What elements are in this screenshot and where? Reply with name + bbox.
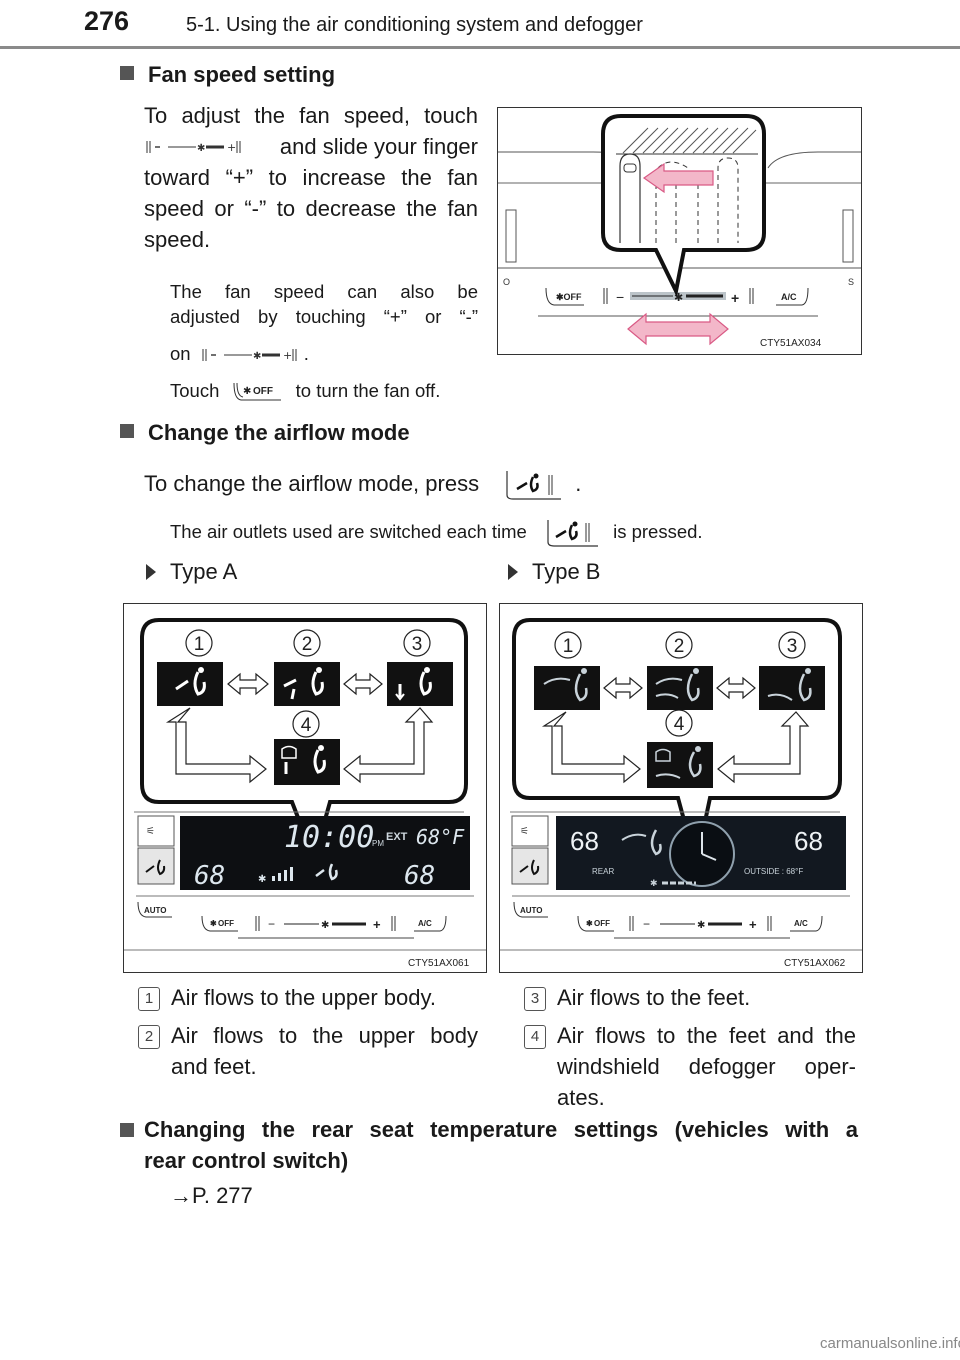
type-b-label: Type B	[508, 556, 600, 587]
fan-slider-icon: ✱ +	[146, 140, 241, 154]
triangle-bullet-icon	[146, 564, 156, 580]
svg-text:AUTO: AUTO	[520, 906, 543, 915]
svg-text:2: 2	[674, 636, 685, 657]
svg-text:+: +	[373, 917, 381, 932]
svg-text:✱: ✱	[650, 879, 658, 889]
legend-item-2: 2 Air flows to the upper body and feet.	[138, 1020, 478, 1082]
airflow-note: The air outlets used are switched each t…	[170, 518, 703, 548]
svg-text:REAR: REAR	[592, 867, 614, 876]
svg-text:⚟: ⚟	[520, 826, 529, 837]
section-heading-airflow: Change the airflow mode	[120, 420, 410, 446]
mode-tiles	[534, 666, 825, 788]
legend-item-1: 1 Air flows to the upper body.	[138, 982, 478, 1013]
control-strip: ✱OFF − ✱ + A/C	[538, 287, 818, 317]
svg-text:OFF: OFF	[594, 919, 610, 928]
svg-text:1: 1	[194, 634, 205, 655]
mode-tiles	[157, 662, 453, 785]
svg-text:✱: ✱	[674, 291, 683, 304]
svg-text:1: 1	[563, 636, 574, 657]
legend-item-4: 4 Air flows to the feet and the windshie…	[524, 1020, 856, 1113]
svg-text:CTY51AX061: CTY51AX061	[408, 958, 470, 969]
svg-text:CTY51AX034: CTY51AX034	[760, 338, 822, 349]
legend-item-3: 3 Air flows to the feet.	[524, 982, 856, 1013]
svg-text:68: 68	[794, 826, 823, 856]
fan-slider-icon: ✱ +	[202, 349, 297, 362]
svg-text:A/C: A/C	[781, 292, 797, 302]
type-a-figure: 1 2 3 4 ⚟	[123, 603, 487, 973]
zoom-callout	[601, 114, 766, 298]
svg-text:68: 68	[194, 861, 225, 891]
svg-text:✱: ✱	[586, 919, 593, 928]
fan-speed-paragraph: To adjust the fan speed, touch ✱ + and s…	[144, 103, 478, 252]
page-number: 276	[84, 6, 130, 36]
airflow-paragraph: To change the airflow mode, press .	[144, 468, 581, 501]
svg-text:4: 4	[674, 714, 685, 735]
fan-off-icon: ✱ OFF	[233, 383, 281, 401]
fan-speed-note: The fan speed can also be adjusted by to…	[170, 279, 478, 405]
svg-text:EXT: EXT	[386, 831, 408, 843]
type-b-figure: 1 2 3 4 ⚟ 68 68	[499, 603, 863, 973]
fan-speed-figure: O S ✱OFF − ✱ + A/C	[497, 107, 862, 355]
page-reference-link[interactable]: →P. 277	[170, 1183, 253, 1208]
svg-text:CTY51AX062: CTY51AX062	[784, 958, 846, 969]
svg-text:✱: ✱	[197, 143, 205, 154]
svg-text:−: −	[616, 289, 624, 305]
svg-text:OFF: OFF	[253, 386, 273, 397]
svg-text:A/C: A/C	[794, 919, 808, 928]
svg-text:10:00: 10:00	[284, 820, 374, 855]
square-bullet-icon	[120, 66, 134, 80]
svg-text:+: +	[283, 349, 292, 362]
svg-text:✱: ✱	[243, 386, 251, 397]
fan-speed-illustration: O S ✱OFF − ✱ + A/C	[498, 114, 861, 349]
chapter-title: 5-1. Using the air conditioning system a…	[186, 14, 643, 36]
svg-text:4: 4	[301, 715, 312, 736]
watermark: carmanualsonline.info	[820, 1335, 960, 1352]
svg-text:⚟: ⚟	[146, 826, 155, 837]
svg-text:O: O	[503, 277, 510, 287]
climate-panel: ⚟ 10:00 PM EXT 68°F 68 68 ✱ AUTO ✱ OFF −…	[124, 811, 486, 951]
triangle-bullet-icon	[508, 564, 518, 580]
svg-text:AUTO: AUTO	[144, 906, 167, 915]
header-rule	[0, 46, 960, 49]
section-heading-fan-speed: Fan speed setting	[120, 62, 335, 88]
svg-text:+: +	[227, 141, 236, 154]
svg-text:68°F: 68°F	[416, 825, 465, 849]
svg-text:S: S	[848, 277, 854, 287]
svg-text:2: 2	[302, 634, 313, 655]
square-bullet-icon	[120, 424, 134, 438]
svg-text:+: +	[749, 917, 757, 932]
svg-text:PM: PM	[372, 839, 384, 848]
svg-text:✱: ✱	[210, 919, 217, 928]
svg-text:−: −	[643, 917, 650, 931]
svg-text:68: 68	[404, 861, 435, 891]
airflow-mode-button-icon	[547, 520, 598, 547]
svg-text:✱: ✱	[321, 920, 329, 931]
svg-text:A/C: A/C	[418, 919, 432, 928]
svg-text:3: 3	[412, 634, 423, 655]
svg-text:✱: ✱	[253, 351, 261, 362]
svg-text:3: 3	[787, 636, 798, 657]
svg-text:68: 68	[570, 826, 599, 856]
type-b-illustration: 1 2 3 4 ⚟ 68 68	[500, 618, 862, 969]
section-heading-rear-seat: Changing the rear seat temperature setti…	[120, 1114, 858, 1176]
svg-text:OUTSIDE : 68°F: OUTSIDE : 68°F	[744, 867, 803, 876]
svg-text:✱: ✱	[258, 874, 266, 885]
square-bullet-icon	[120, 1123, 134, 1137]
airflow-mode-button-icon	[506, 471, 562, 500]
svg-text:✱OFF: ✱OFF	[556, 292, 582, 302]
svg-text:+: +	[731, 290, 739, 306]
climate-panel: ⚟ 68 68 REAR OUTSIDE : 68°F ✱ AUTO ✱ OFF…	[500, 811, 862, 951]
svg-text:−: −	[268, 917, 275, 931]
svg-text:✱: ✱	[697, 920, 705, 931]
slide-double-arrow	[627, 312, 729, 346]
type-a-label: Type A	[146, 556, 237, 587]
svg-text:OFF: OFF	[218, 919, 234, 928]
type-a-illustration: 1 2 3 4 ⚟	[124, 618, 486, 969]
